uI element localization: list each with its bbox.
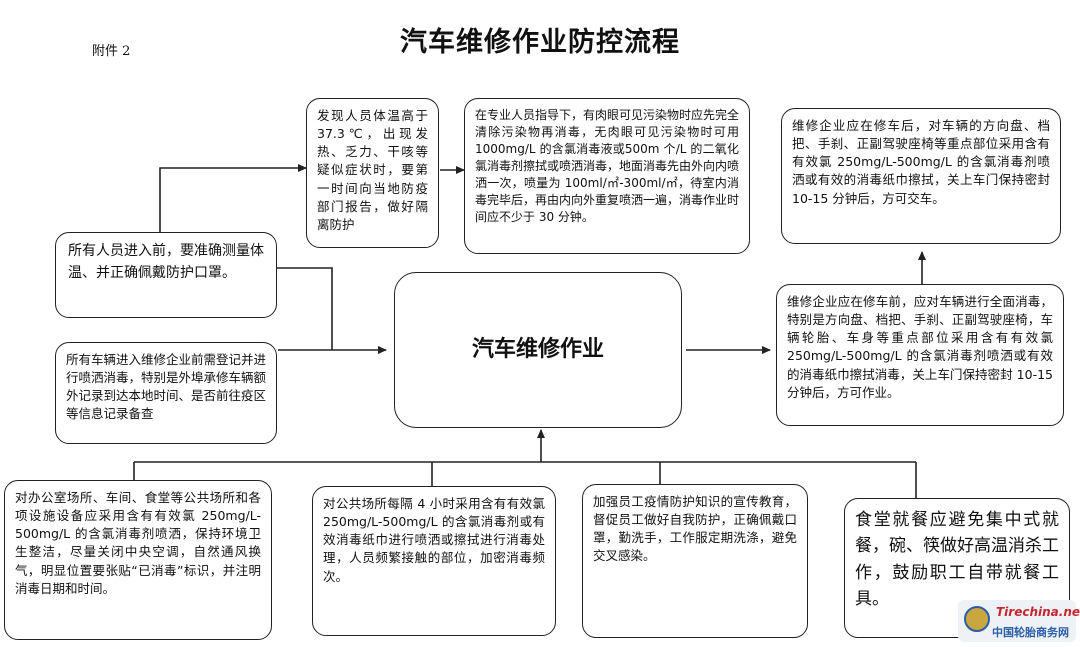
office-public-box: 对办公室场所、车间、食堂等公共场所和各项设施设备应采用含有有效氯 250mg/L… [4,480,272,640]
fever-report-box: 发现人员体温高于 37.3℃，出现发热、乏力、干咳等疑似症状时，要第一时间向当地… [306,98,439,248]
page-title: 汽车维修作业防控流程 [400,27,680,58]
disinfection-guide-box: 在专业人员指导下，有肉眼可见污染物时应先完全清除污染物再消毒，无肉眼可见污染物时… [464,98,750,254]
center-process-box: 汽车维修作业 [394,272,682,428]
before-repair-box: 维修企业应在修车前，应对车辆进行全面消毒，特别是方向盘、档把、手刹、正副驾驶座椅… [776,284,1064,426]
people-entry-box: 所有人员进入前，要准确测量体温、并正确佩戴防护口罩。 [55,232,277,318]
watermark-cn: 中国轮胎商务网 [992,626,1069,639]
staff-education-box: 加强员工疫情防护知识的宣传教育，督促员工做好自我防护，正确佩戴口罩，勤洗手，工作… [582,484,808,638]
line-people-to-merge [276,267,333,350]
tire-logo-icon [964,606,990,632]
arrow-people-to-fever [159,164,307,232]
vehicle-entry-box: 所有车辆进入维修企业前需登记并进行喷洒消毒，特别是外埠承修车辆额外记录到达本地时… [55,342,277,444]
watermark-en: Tirechina.net [996,605,1080,619]
after-repair-box: 维修企业应在修车后，对车辆的方向盘、档把、手刹、正副驾驶座椅等重点部位采用含有有… [781,108,1061,244]
tirechina-watermark: Tirechina.net 中国轮胎商务网 [958,600,1080,642]
public-4h-box: 对公共场所每隔 4 小时采用含有有效氯 250mg/L-500mg/L 的含氯消… [312,486,556,636]
attachment-label: 附件 2 [92,44,131,59]
